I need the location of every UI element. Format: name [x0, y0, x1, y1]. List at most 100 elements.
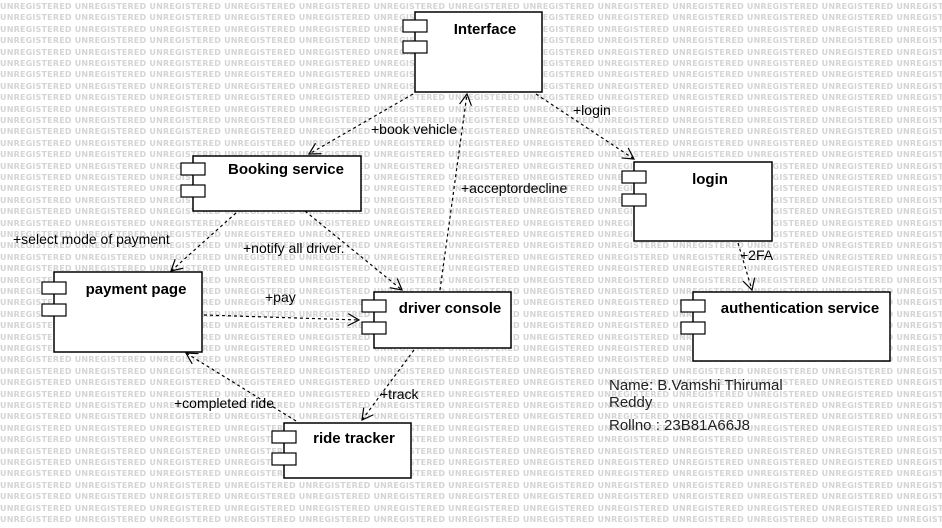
component-name: login	[692, 171, 728, 188]
relation-label: +book vehicle	[371, 121, 457, 137]
component-box	[53, 271, 203, 353]
component-box	[373, 291, 512, 349]
relation-label: +completed ride	[174, 395, 274, 411]
dependency-tracker-to-payment: +completed ride	[174, 352, 297, 422]
component-tracker[interactable]: ride tracker	[271, 422, 412, 479]
watermark-row: UNREGISTERED UNREGISTERED UNREGISTERED U…	[0, 401, 942, 410]
dependency-line	[203, 314, 360, 321]
relation-label: +acceptordecline	[461, 180, 567, 196]
component-port-icon	[41, 281, 67, 295]
dependency-booking-to-payment: +select mode of payment	[13, 212, 237, 272]
watermark-row: UNREGISTERED UNREGISTERED UNREGISTERED U…	[0, 138, 942, 148]
component-port-icon	[180, 184, 206, 198]
watermark-row: UNREGISTERED UNREGISTERED UNREGISTERED U…	[0, 150, 942, 160]
dependency-interface-to-booking: +book vehicle	[307, 93, 457, 155]
component-port-icon	[621, 193, 647, 207]
watermark-row: UNREGISTERED UNREGISTERED UNREGISTERED U…	[0, 458, 942, 467]
relation-label: +track	[380, 386, 420, 402]
watermark-row: UNREGISTERED UNREGISTERED UNREGISTERED U…	[0, 492, 942, 502]
open-arrowhead	[170, 258, 184, 272]
watermark-row: UNREGISTERED UNREGISTERED UNREGISTERED U…	[0, 2, 942, 11]
relations-layer: +book vehicle +login +acceptordecline +sele…	[13, 92, 774, 422]
watermark-row: UNREGISTERED UNREGISTERED UNREGISTERED U…	[0, 116, 942, 125]
watermark-row: UNREGISTERED UNREGISTERED UNREGISTERED U…	[0, 435, 942, 445]
watermark-row: UNREGISTERED UNREGISTERED UNREGISTERED U…	[0, 195, 942, 205]
watermark-row: UNREGISTERED UNREGISTERED UNREGISTERED U…	[0, 423, 942, 433]
component-port-icon	[180, 162, 206, 176]
component-driver[interactable]: driver console	[361, 291, 512, 349]
component-box	[192, 155, 362, 212]
watermark-row: UNREGISTERED UNREGISTERED UNREGISTERED U…	[0, 389, 942, 399]
component-port-icon	[402, 40, 428, 54]
component-port-icon	[41, 303, 67, 317]
component-box	[283, 422, 412, 479]
component-name: payment page	[86, 281, 187, 298]
dependency-line	[304, 210, 403, 291]
component-payment[interactable]: payment page	[41, 271, 203, 353]
component-interface[interactable]: Interface	[402, 11, 543, 93]
component-name: ride tracker	[313, 430, 395, 447]
component-name: Booking service	[228, 161, 344, 178]
dependency-line	[170, 212, 237, 272]
component-name: authentication service	[721, 300, 879, 317]
relation-label: +notify all driver.	[243, 240, 345, 256]
component-name: Interface	[454, 21, 517, 38]
watermark-row: UNREGISTERED UNREGISTERED UNREGISTERED U…	[0, 252, 942, 262]
dependency-interface-to-login: +login	[535, 93, 636, 160]
component-port-icon	[271, 452, 297, 466]
relation-label: +login	[573, 102, 611, 118]
author-rollno: Rollno : 23B81A66J8	[609, 417, 750, 434]
watermark-row: UNREGISTERED UNREGISTERED UNREGISTERED U…	[0, 366, 942, 376]
watermark-row: UNREGISTERED UNREGISTERED UNREGISTERED U…	[0, 446, 942, 456]
watermark-row: UNREGISTERED UNREGISTERED UNREGISTERED U…	[0, 355, 942, 365]
watermark-row: UNREGISTERED UNREGISTERED UNREGISTERED U…	[0, 184, 942, 194]
dependency-login-to-auth: +2FA	[737, 242, 774, 292]
watermark-row: UNREGISTERED UNREGISTERED UNREGISTERED U…	[0, 173, 942, 182]
relation-label: +pay	[265, 289, 296, 305]
dependency-line	[439, 93, 468, 291]
watermark-row: UNREGISTERED UNREGISTERED UNREGISTERED U…	[0, 218, 942, 228]
component-box	[692, 291, 891, 362]
component-port-icon	[621, 170, 647, 184]
author-name-line2: Reddy	[609, 394, 653, 411]
component-port-icon	[361, 299, 387, 313]
watermark-row: UNREGISTERED UNREGISTERED UNREGISTERED U…	[0, 480, 942, 490]
open-arrowhead	[459, 92, 473, 106]
watermark-row: UNREGISTERED UNREGISTERED UNREGISTERED U…	[0, 230, 942, 239]
watermark-row: UNREGISTERED UNREGISTERED UNREGISTERED U…	[0, 503, 942, 513]
dependency-line	[308, 93, 414, 155]
dependency-driver-to-tracker: +track	[361, 349, 420, 422]
component-name: driver console	[399, 300, 502, 317]
component-login[interactable]: login	[621, 161, 773, 242]
component-port-icon	[271, 430, 297, 444]
dependency-line	[737, 242, 753, 291]
open-arrowhead	[307, 142, 322, 155]
dependency-driver-to-interface: +acceptordecline	[439, 92, 567, 291]
component-port-icon	[361, 321, 387, 335]
open-arrowhead	[621, 147, 636, 160]
relation-label: +2FA	[740, 247, 774, 263]
watermark-row: UNREGISTERED UNREGISTERED UNREGISTERED U…	[0, 378, 942, 388]
watermark-row: UNREGISTERED UNREGISTERED UNREGISTERED U…	[0, 469, 942, 479]
component-port-icon	[680, 299, 706, 313]
watermark-row: UNREGISTERED UNREGISTERED UNREGISTERED U…	[0, 93, 942, 103]
watermark-row: UNREGISTERED UNREGISTERED UNREGISTERED U…	[0, 412, 942, 422]
watermark-row: UNREGISTERED UNREGISTERED UNREGISTERED U…	[0, 264, 942, 274]
open-arrowhead	[347, 313, 361, 327]
component-port-icon	[402, 19, 428, 33]
open-arrowhead	[389, 278, 403, 291]
author-name-line1: Name: B.Vamshi Thirumal	[609, 377, 783, 394]
dependency-booking-to-driver: +notify all driver.	[243, 210, 403, 291]
open-arrowhead	[184, 352, 199, 365]
relation-label: +select mode of payment	[13, 231, 170, 247]
watermark-row: UNREGISTERED UNREGISTERED UNREGISTERED U…	[0, 161, 942, 171]
component-port-icon	[680, 321, 706, 335]
component-auth[interactable]: authentication service	[680, 291, 891, 362]
component-box	[633, 161, 773, 242]
watermark-row: UNREGISTERED UNREGISTERED UNREGISTERED U…	[0, 241, 942, 251]
component-booking[interactable]: Booking service	[180, 155, 362, 212]
watermark-row: UNREGISTERED UNREGISTERED UNREGISTERED U…	[0, 104, 942, 114]
